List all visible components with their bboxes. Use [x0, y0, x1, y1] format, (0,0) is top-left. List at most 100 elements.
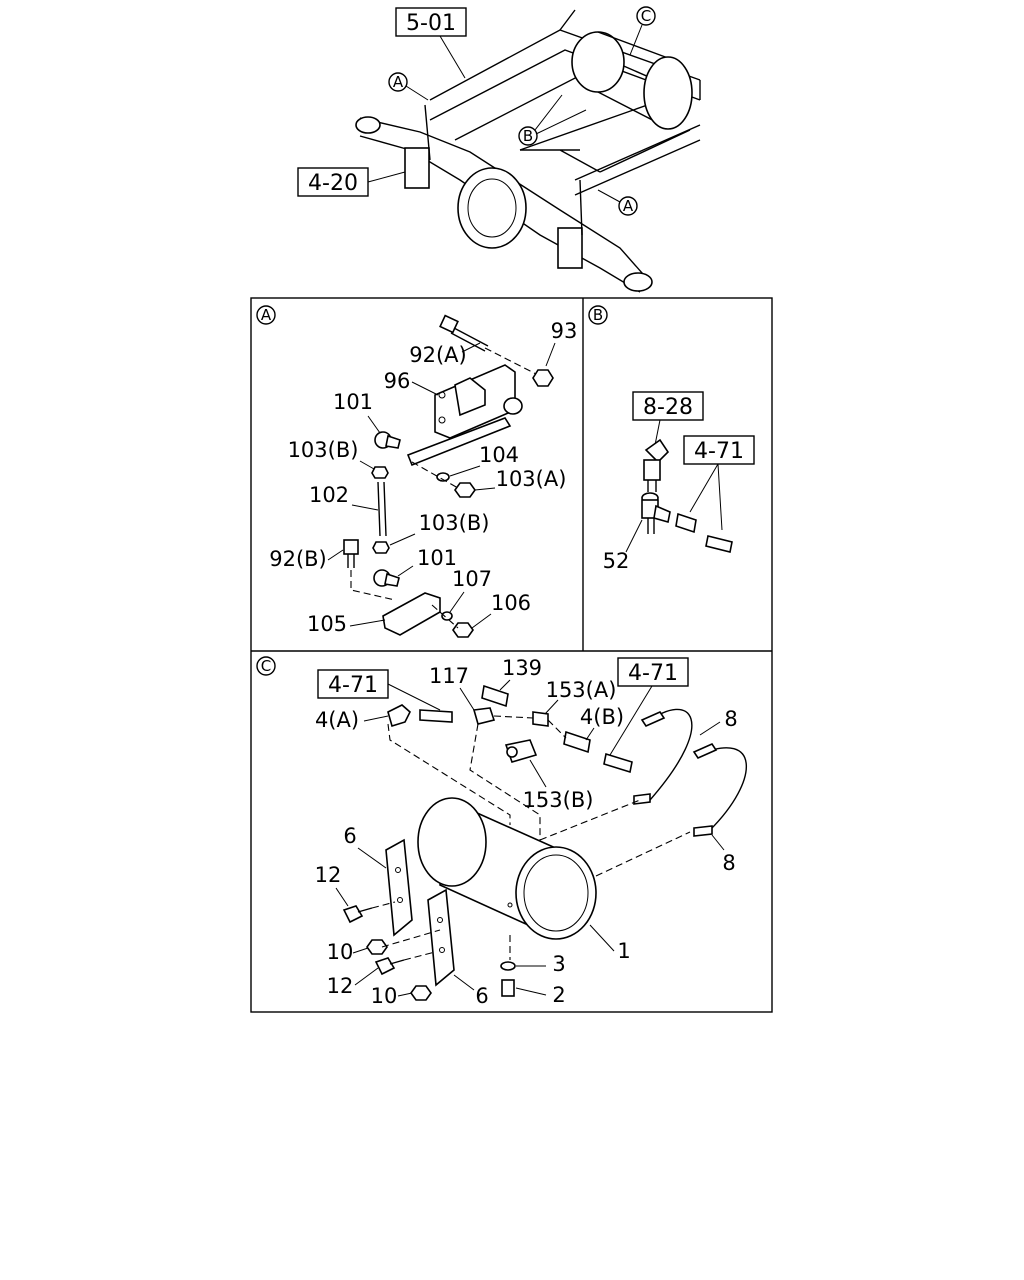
washer-107	[441, 611, 453, 621]
pressure-switch	[643, 438, 670, 492]
label-153a: 153(A)	[546, 678, 617, 702]
svg-text:A: A	[623, 197, 634, 215]
lever-104	[406, 417, 512, 467]
ref-axle-label: 4-20	[308, 171, 358, 196]
connector-4-71	[675, 512, 697, 534]
label-10-top: 10	[327, 940, 354, 964]
ref-4-71-c-left-label: 4-71	[328, 673, 378, 698]
label-3: 3	[552, 952, 565, 976]
hose-8-lower	[692, 742, 747, 837]
panel-c: C 4-71 4-71	[256, 656, 747, 1008]
label-4b: 4(B)	[580, 705, 624, 729]
tee-117	[472, 707, 496, 725]
label-12-bottom: 12	[327, 974, 354, 998]
fitting-139	[481, 684, 509, 708]
washer-104	[436, 472, 450, 482]
ball-joint-101-bottom	[373, 569, 400, 587]
label-52: 52	[603, 549, 630, 573]
ref-box-frame[interactable]: 5-01	[395, 7, 467, 37]
label-102: 102	[309, 483, 349, 507]
label-8-top: 8	[724, 707, 737, 731]
tee-fitting-52	[641, 492, 671, 534]
panel-a-tag: A	[256, 305, 276, 325]
hose-4-71-c	[419, 709, 453, 723]
label-101-bottom: 101	[417, 546, 457, 570]
nut-106	[452, 622, 474, 638]
label-6-bottom: 6	[475, 984, 488, 1008]
label-106: 106	[491, 591, 531, 615]
svg-text:A: A	[261, 306, 272, 324]
label-104: 104	[479, 443, 519, 467]
callout-a-bottom: A	[618, 196, 638, 216]
svg-text:B: B	[593, 306, 603, 324]
label-153b: 153(B)	[523, 788, 594, 812]
hose-8-upper	[633, 708, 693, 805]
overview-assembly: 5-01 4-20 A A B C	[297, 6, 701, 293]
union-153a	[532, 711, 549, 727]
callout-b: B	[518, 126, 538, 146]
ref-box-axle[interactable]: 4-20	[297, 167, 369, 197]
air-tank-1	[417, 797, 597, 940]
panel-b-tag: B	[588, 305, 608, 325]
label-6-top: 6	[343, 824, 356, 848]
overview-axle	[355, 104, 653, 293]
ref-4-71-b-label: 4-71	[694, 439, 744, 464]
label-103a: 103(A)	[496, 467, 567, 491]
bolt-92a	[439, 314, 489, 352]
svg-text:B: B	[523, 127, 533, 145]
ref-frame-label: 5-01	[406, 11, 456, 36]
valve-153b	[504, 739, 538, 763]
label-92a: 92(A)	[409, 343, 466, 367]
svg-text:C: C	[641, 7, 651, 25]
label-10-bottom: 10	[371, 984, 398, 1008]
rod-102	[377, 481, 387, 537]
svg-text:A: A	[393, 73, 404, 91]
hose-4-71	[705, 535, 733, 553]
ref-box-4-71-c-right[interactable]: 4-71	[617, 657, 689, 687]
label-103b-bottom: 103(B)	[419, 511, 490, 535]
ref-4-71-c-right-label: 4-71	[628, 661, 678, 686]
nut-103a	[454, 482, 476, 498]
panel-borders	[250, 297, 773, 1013]
label-2: 2	[552, 983, 565, 1007]
nut-93	[532, 369, 554, 387]
ref-box-4-71-c-left[interactable]: 4-71	[317, 669, 389, 699]
bracket-96	[434, 364, 523, 439]
panel-b: B 8-28 4-71 52	[588, 305, 755, 573]
ref-box-4-71-b[interactable]: 4-71	[683, 435, 755, 465]
ref-box-8-28[interactable]: 8-28	[632, 391, 704, 421]
ref-8-28-label: 8-28	[643, 395, 693, 420]
callout-c: C	[636, 6, 656, 26]
label-8-bottom: 8	[722, 851, 735, 875]
panel-c-tag: C	[256, 656, 276, 676]
nut-10-bottom	[410, 985, 432, 1001]
overview-tank	[571, 31, 693, 130]
ball-joint-101-top	[374, 431, 401, 449]
label-107: 107	[452, 567, 492, 591]
washer-3	[500, 961, 516, 971]
washer-103b-bottom	[372, 541, 390, 554]
label-103b-top: 103(B)	[288, 438, 359, 462]
label-139: 139	[502, 656, 542, 680]
bracket-6-left	[385, 838, 413, 937]
elbow-4a	[387, 704, 411, 728]
drain-plug-2	[501, 979, 515, 997]
label-101-top: 101	[333, 390, 373, 414]
washer-103b-top	[371, 466, 389, 479]
bolt-12-top	[342, 905, 373, 924]
label-92b: 92(B)	[269, 547, 327, 571]
label-93: 93	[551, 319, 578, 343]
connector-4b	[563, 730, 591, 754]
panel-a: A	[256, 305, 578, 638]
label-105: 105	[307, 612, 347, 636]
label-1: 1	[617, 939, 630, 963]
bolt-12-bottom	[374, 957, 405, 976]
label-12-top: 12	[315, 863, 342, 887]
label-117: 117	[429, 664, 469, 688]
label-4a: 4(A)	[315, 708, 359, 732]
bolt-92b	[343, 539, 359, 568]
bracket-6-right	[427, 888, 455, 987]
callout-a-top: A	[388, 72, 408, 92]
hose-4-71-c-right	[603, 752, 633, 774]
